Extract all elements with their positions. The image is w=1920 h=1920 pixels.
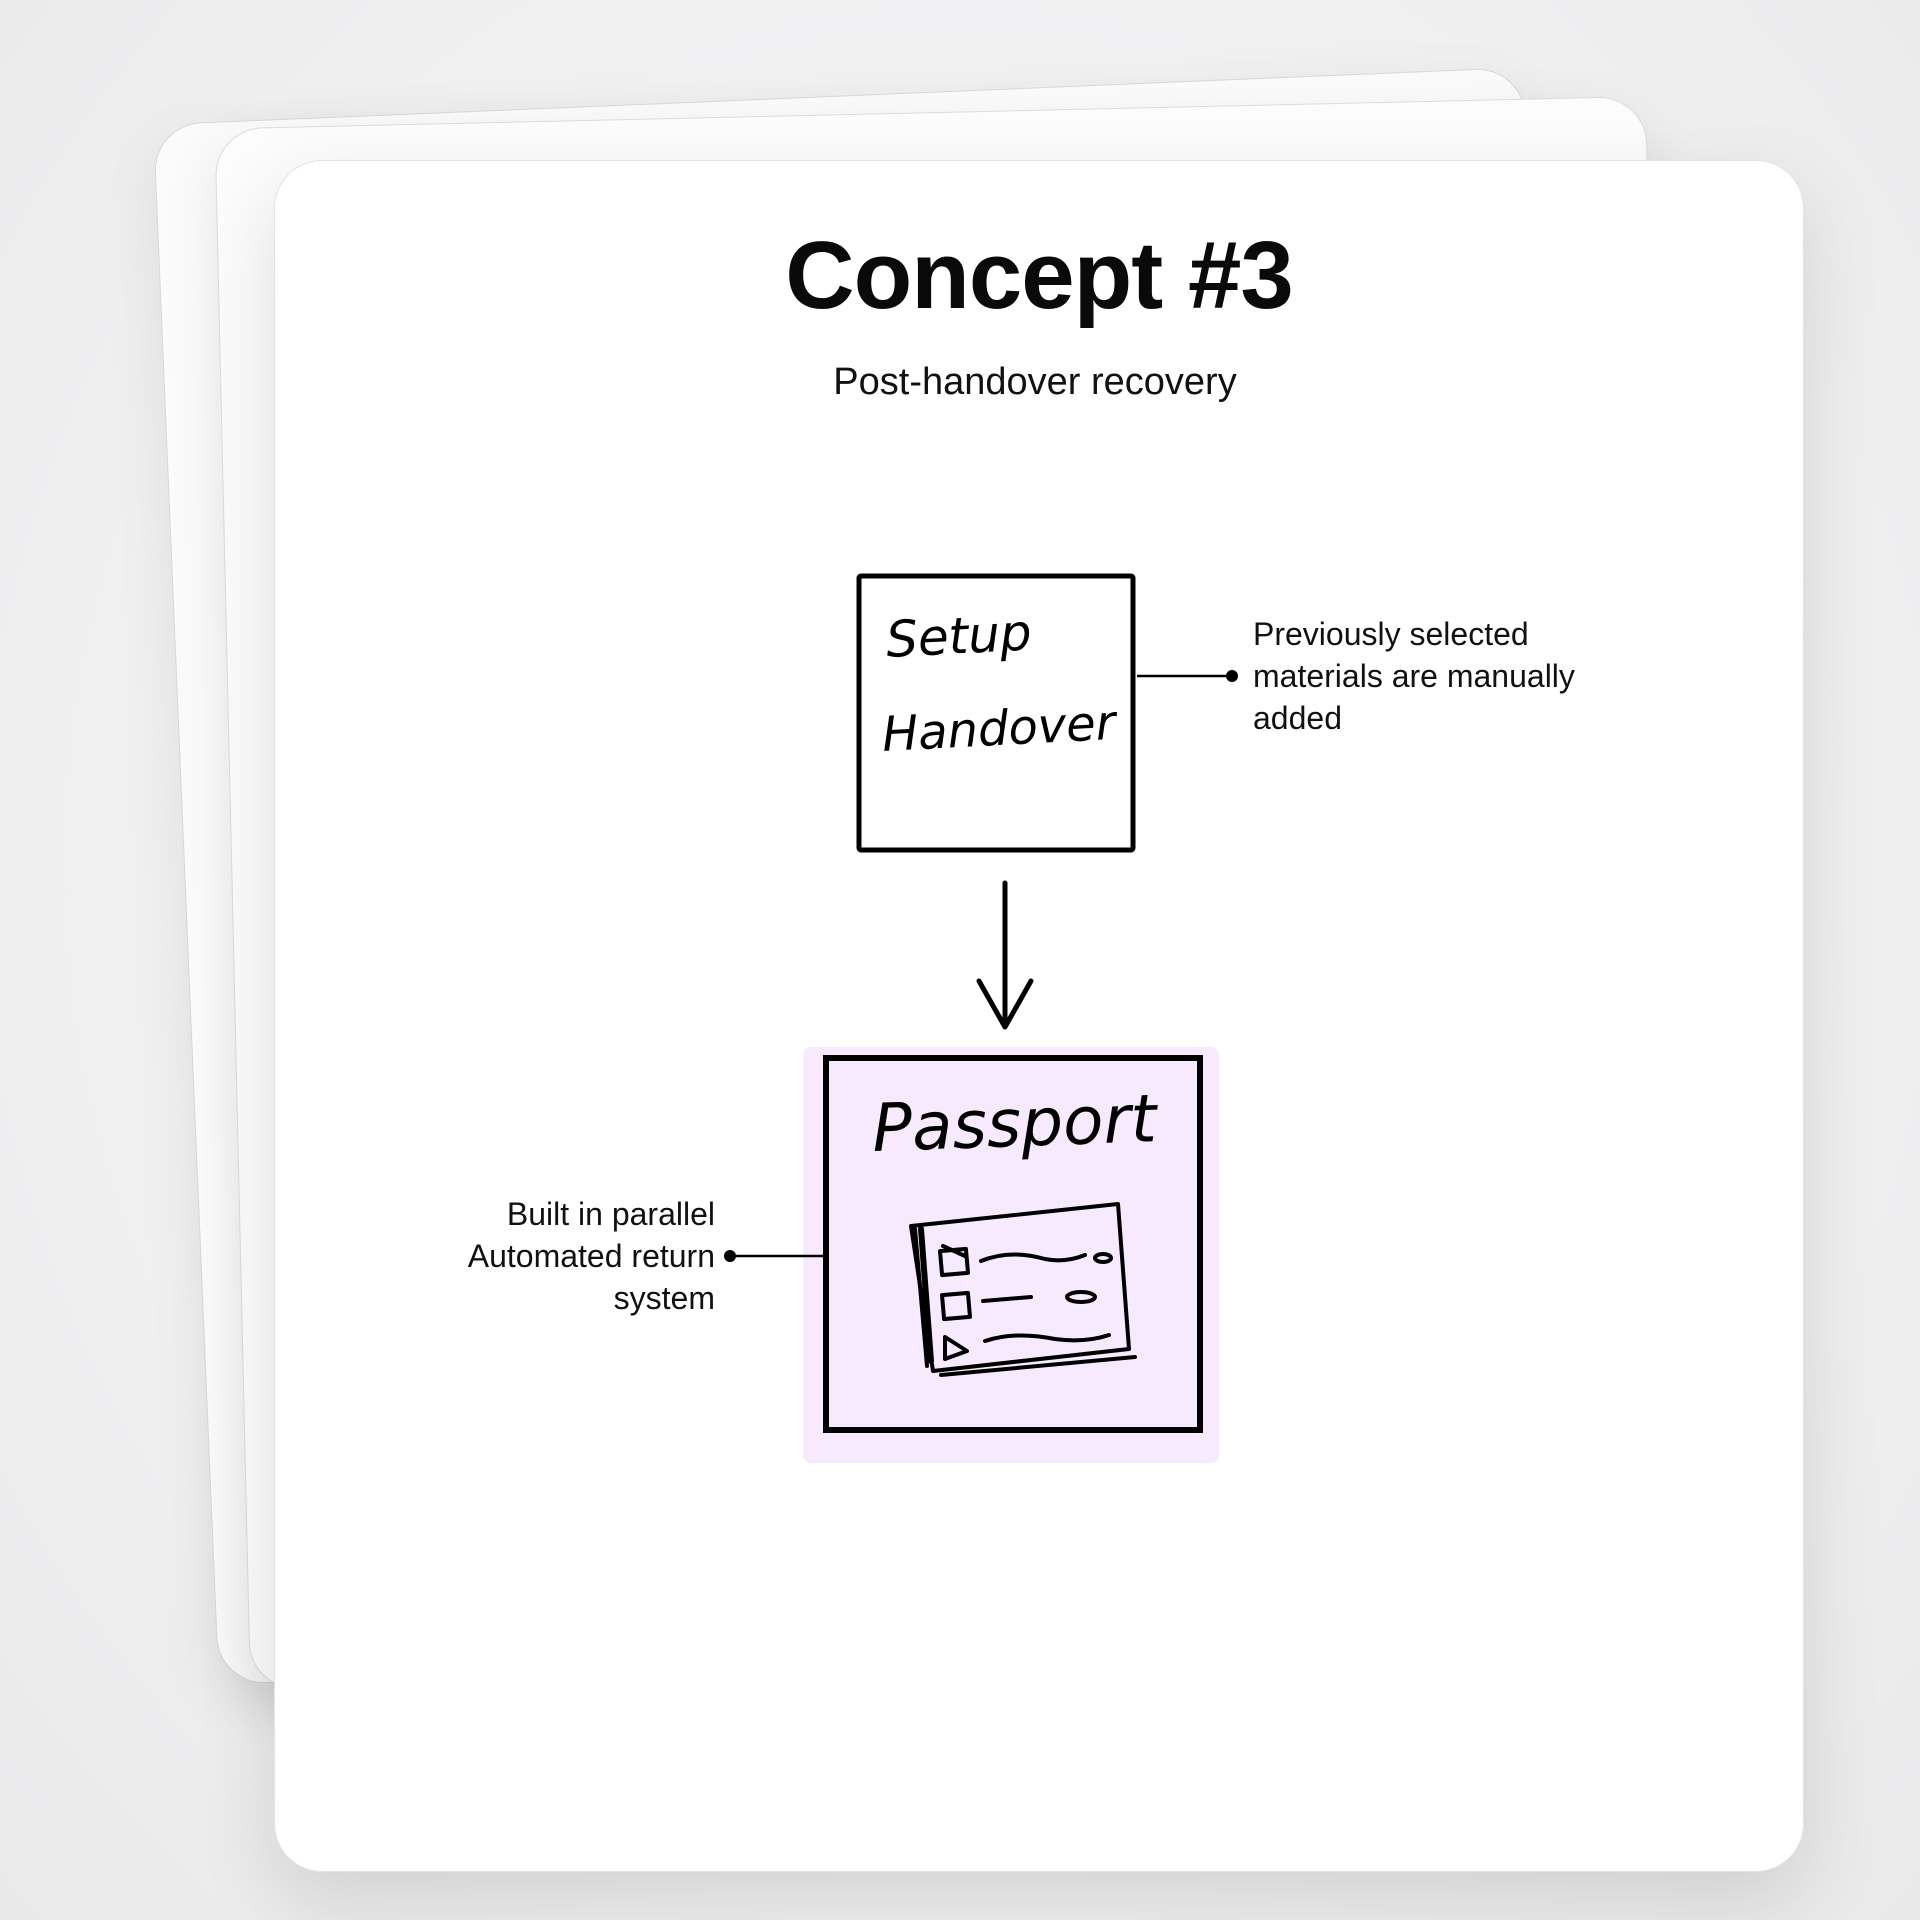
handover-label: Handover	[881, 695, 1120, 763]
annotation-line: Automated return	[467, 1238, 715, 1274]
passport-label: Passport	[871, 1080, 1160, 1167]
passport-node[interactable]: Passport	[803, 1047, 1219, 1463]
card-subtitle: Post-handover recovery	[833, 361, 1237, 403]
annotation-line: Built in parallel	[506, 1196, 715, 1232]
flow-diagram: Setup Handover Passport	[724, 573, 1238, 1463]
connector-left	[724, 1250, 826, 1262]
arrow-down-icon	[976, 880, 1034, 1030]
document-sketch-icon	[909, 1202, 1137, 1377]
concept-card[interactable]: Concept #3 Post-handover recovery Setup …	[274, 160, 1804, 1872]
setup-label: Setup	[885, 603, 1033, 669]
annotation-line: materials are manually	[1253, 658, 1575, 694]
card-title: Concept #3	[785, 222, 1293, 329]
annotation-line: added	[1253, 700, 1342, 736]
annotation-built-in-parallel: Built in parallel Automated return syste…	[335, 1193, 715, 1319]
annotation-line: system	[613, 1280, 715, 1316]
annotation-line: Previously selected	[1253, 616, 1529, 652]
connector-right	[1137, 670, 1238, 682]
setup-handover-node[interactable]: Setup Handover	[856, 573, 1136, 853]
annotation-previously-selected: Previously selected materials are manual…	[1253, 613, 1673, 739]
